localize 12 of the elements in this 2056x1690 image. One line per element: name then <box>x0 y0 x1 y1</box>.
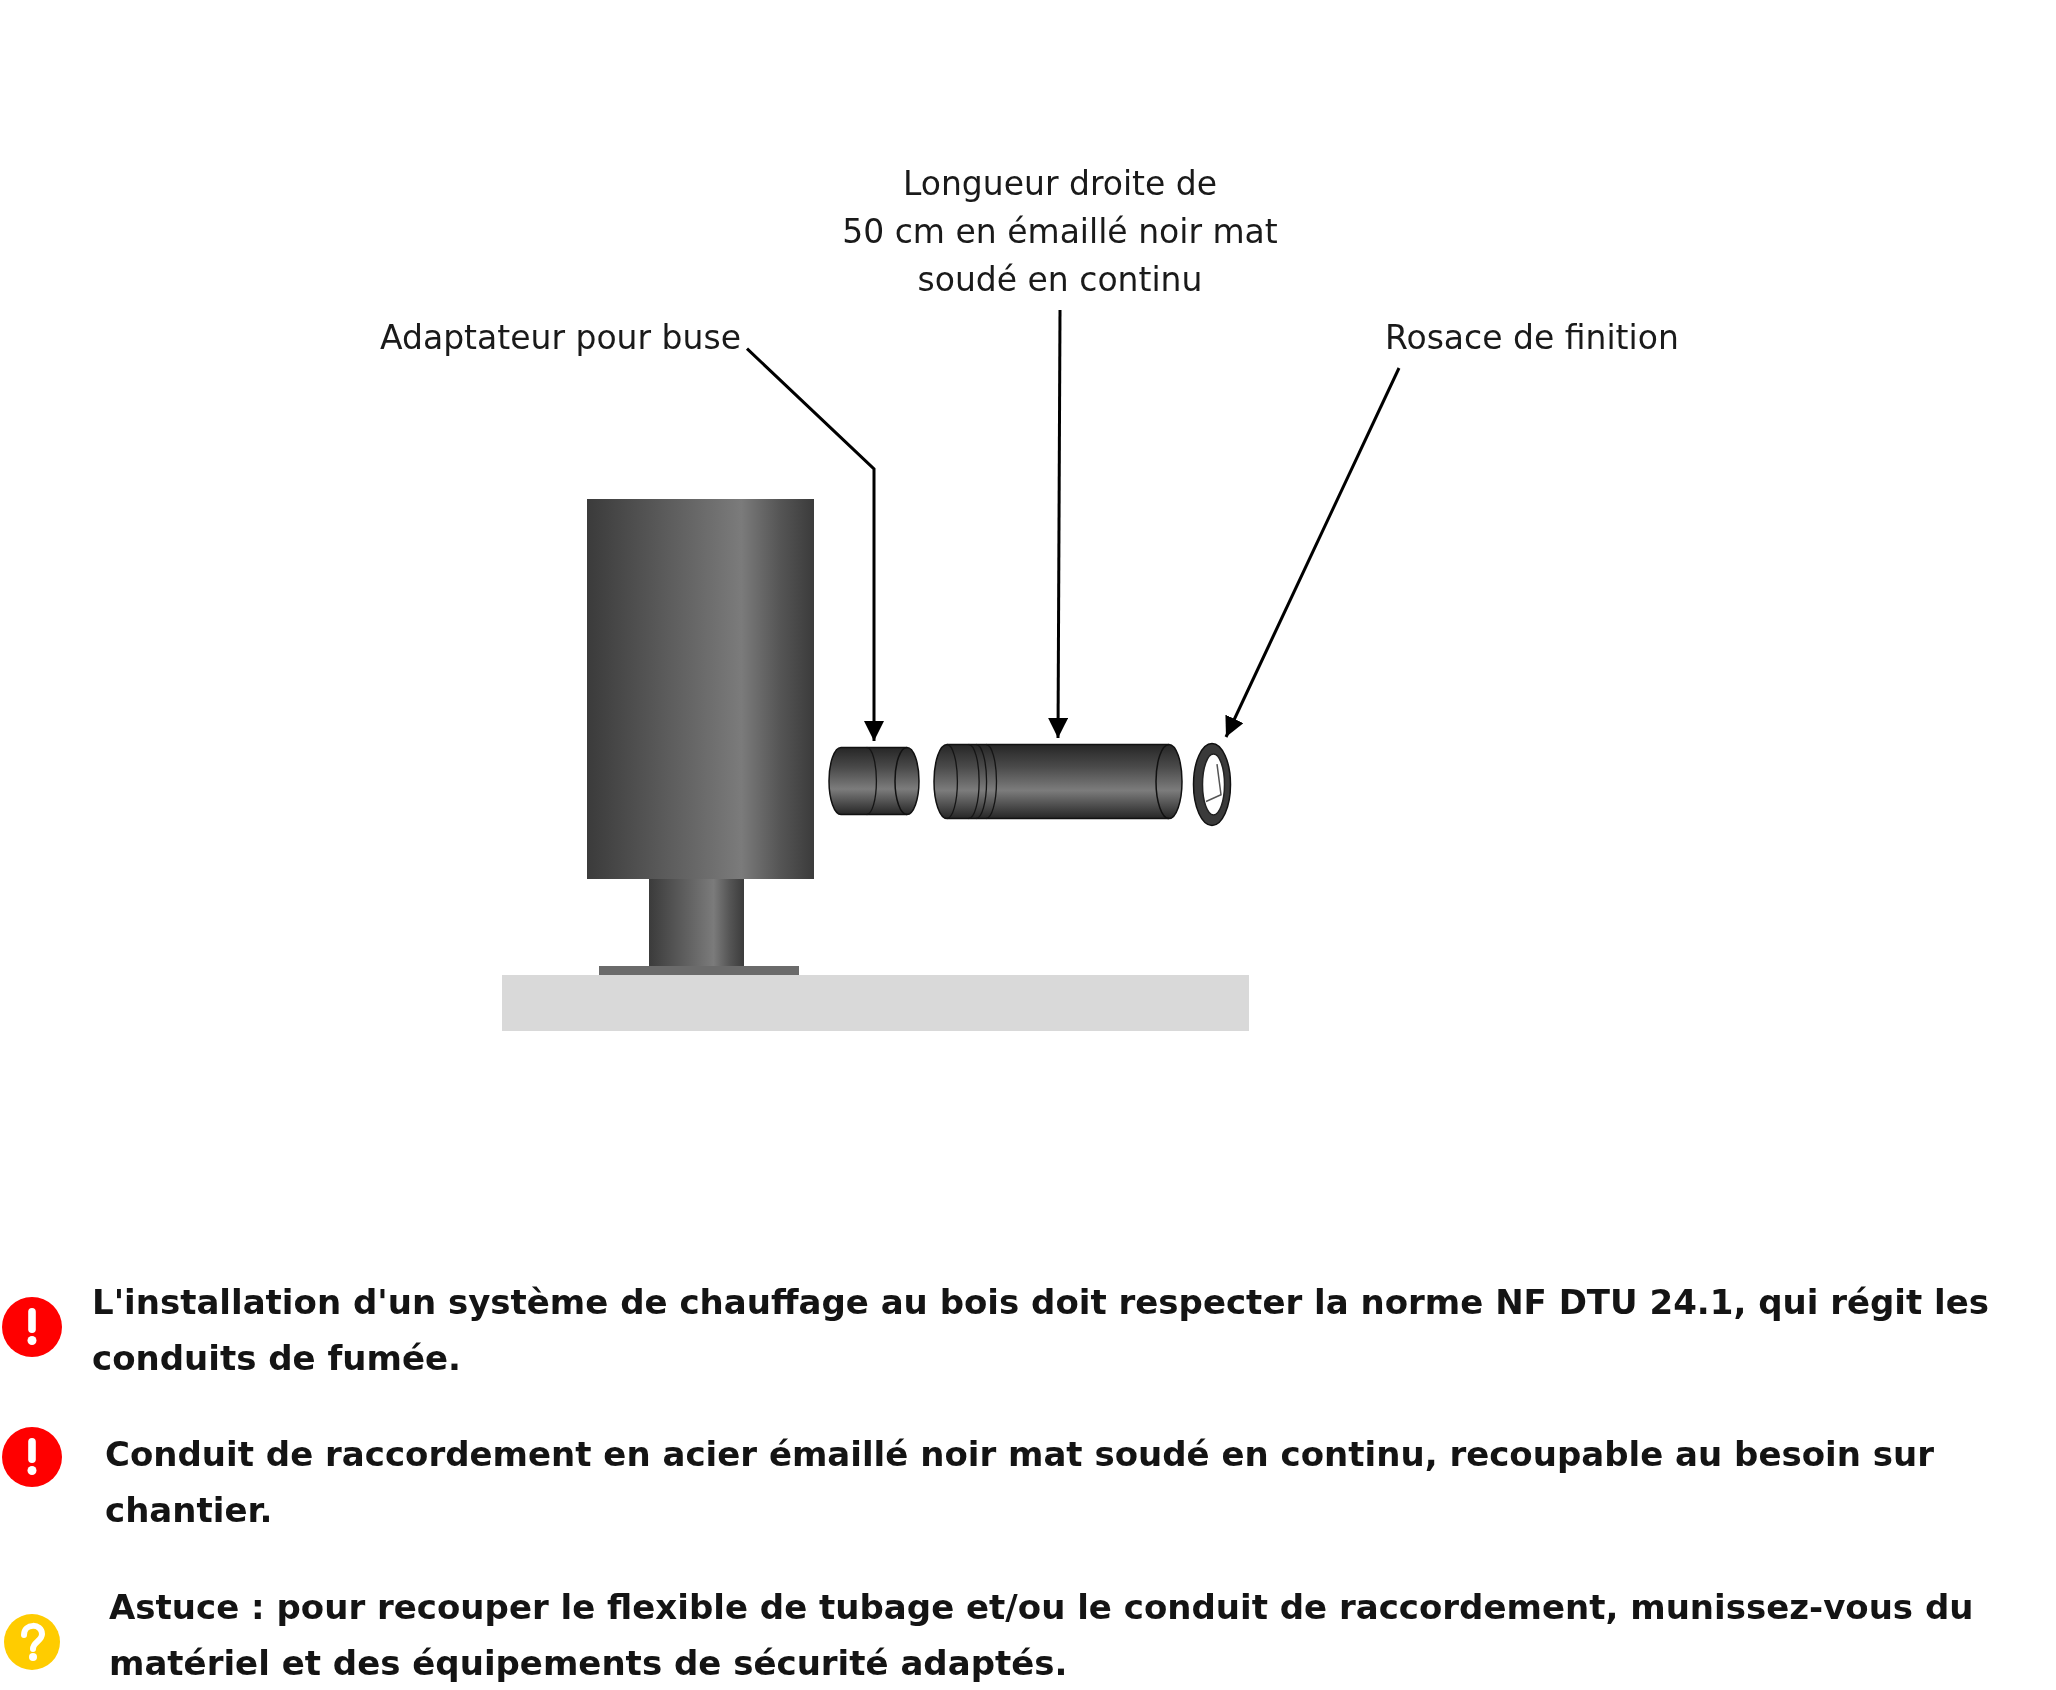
leader-arrow <box>1224 367 1401 738</box>
note-text: L'installation d'un système de chauffage au bois doit respecter la norme NF DTU 24.1, qui régit les conduits de fumée. <box>92 1281 1990 1380</box>
ring-drawing <box>1192 742 1232 827</box>
callout-label: Rosace de finition <box>1385 314 1679 362</box>
short-pipe-drawing <box>829 746 919 816</box>
leader-arrow <box>1048 310 1069 738</box>
note-text: Astuce : pour recouper le flexible de tubage et/ou le conduit de raccordement, munissez-vous du matériel et des équipements de sécurité adaptés. <box>109 1586 1975 1685</box>
note-text: Conduit de raccordement en acier émaillé noir mat soudé en continu, recoupable au besoin sur chantier. <box>105 1433 1935 1532</box>
callout-label: Adaptateur pour buse <box>380 314 741 362</box>
pipe-drawing <box>934 743 1182 820</box>
leader-arrow <box>745 347 884 741</box>
callout-label: Longueur droite de 50 cm en émaillé noir mat soudé en continu <box>842 160 1278 304</box>
